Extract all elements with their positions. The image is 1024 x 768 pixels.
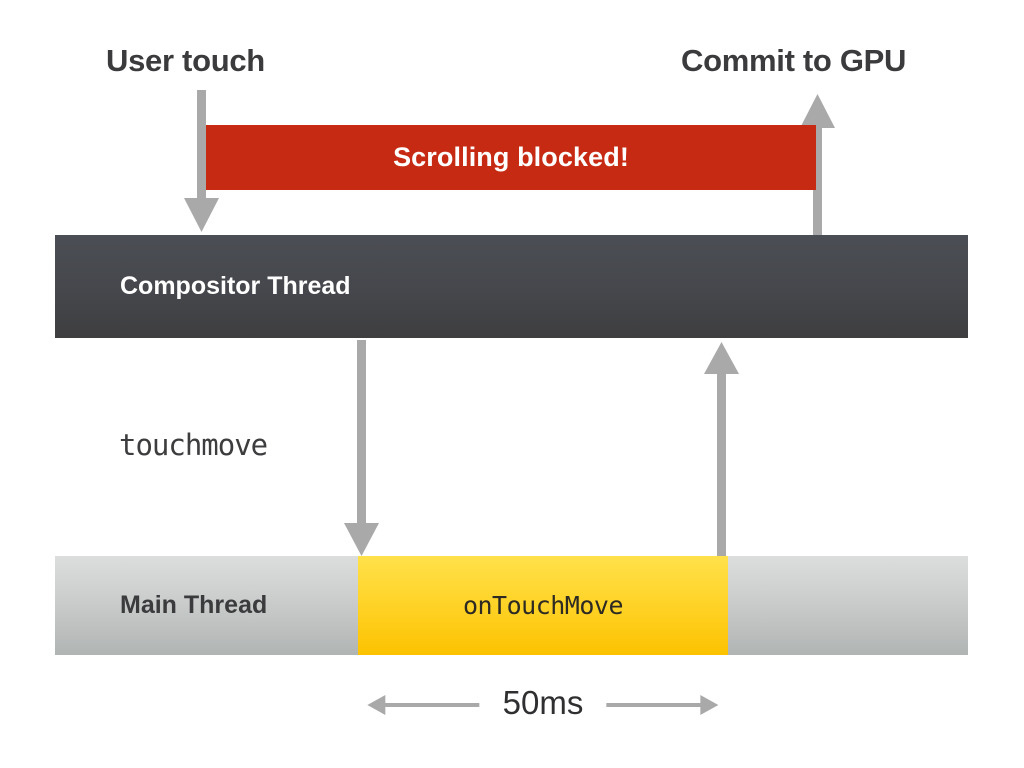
user-touch-arrow-icon [184,90,219,232]
duration-measure: 50ms [358,678,728,732]
ontouchmove-label: onTouchMove [462,591,624,620]
compositor-thread-label: Compositor Thread [120,272,351,300]
main-thread-label: Main Thread [120,591,268,619]
touchmove-event-label: touchmove [119,428,268,462]
duration-label: 50ms [502,684,584,721]
commit-to-gpu-label: Commit to GPU [681,43,907,78]
user-touch-label: User touch [106,43,265,78]
ontouchmove-task-block: onTouchMove [358,556,728,655]
touchmove-dispatch-arrow-icon [344,340,379,556]
duration-left-arrow-icon [367,695,480,715]
commit-to-gpu-arrow-icon [800,94,835,236]
compositor-thread-lane: Compositor Thread [55,235,968,338]
scrolling-blocked-banner: Scrolling blocked! [206,125,816,190]
duration-right-arrow-icon [606,695,719,715]
scrolling-blocked-label: Scrolling blocked! [393,142,629,172]
main-thread-return-arrow-icon [704,342,739,558]
